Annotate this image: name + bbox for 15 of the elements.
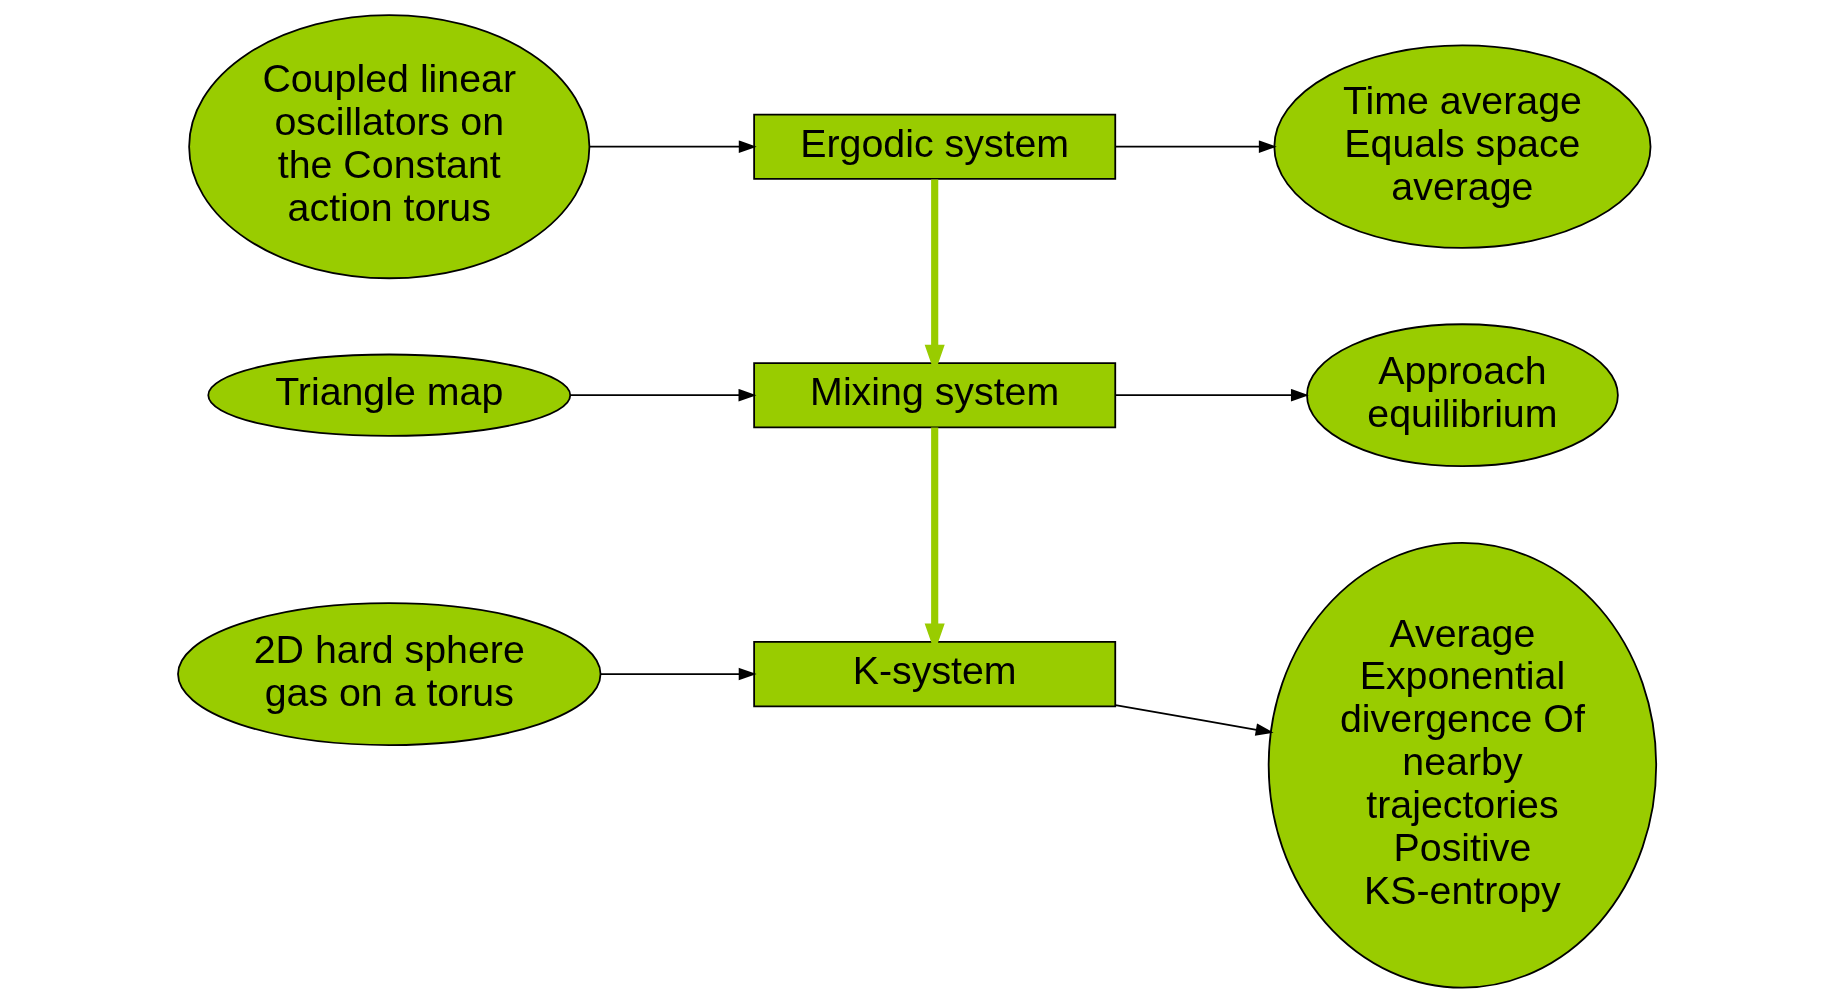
node-box: Ergodic system (752, 113, 1116, 180)
node-ellipse: Average Exponential divergence Of nearby trajectories Positive KS-entropy (1267, 542, 1657, 989)
node-ellipse: Coupled linear oscillators on the Constant action torus (187, 14, 590, 280)
node-ellipse: Approach equilibrium (1305, 323, 1619, 468)
arrow (569, 388, 756, 402)
node-ellipse: Time average Equals space average (1272, 44, 1651, 249)
arrow (599, 667, 757, 681)
node-box: Mixing system (752, 362, 1116, 429)
arrow (588, 140, 757, 153)
node-ellipse: 2D hard sphere gas on a torus (176, 602, 601, 746)
arrow (1114, 388, 1309, 402)
node-box: K-system (752, 641, 1116, 708)
arrow (1114, 704, 1274, 736)
node-ellipse: Triangle map (206, 353, 571, 437)
arrow (1114, 140, 1277, 153)
